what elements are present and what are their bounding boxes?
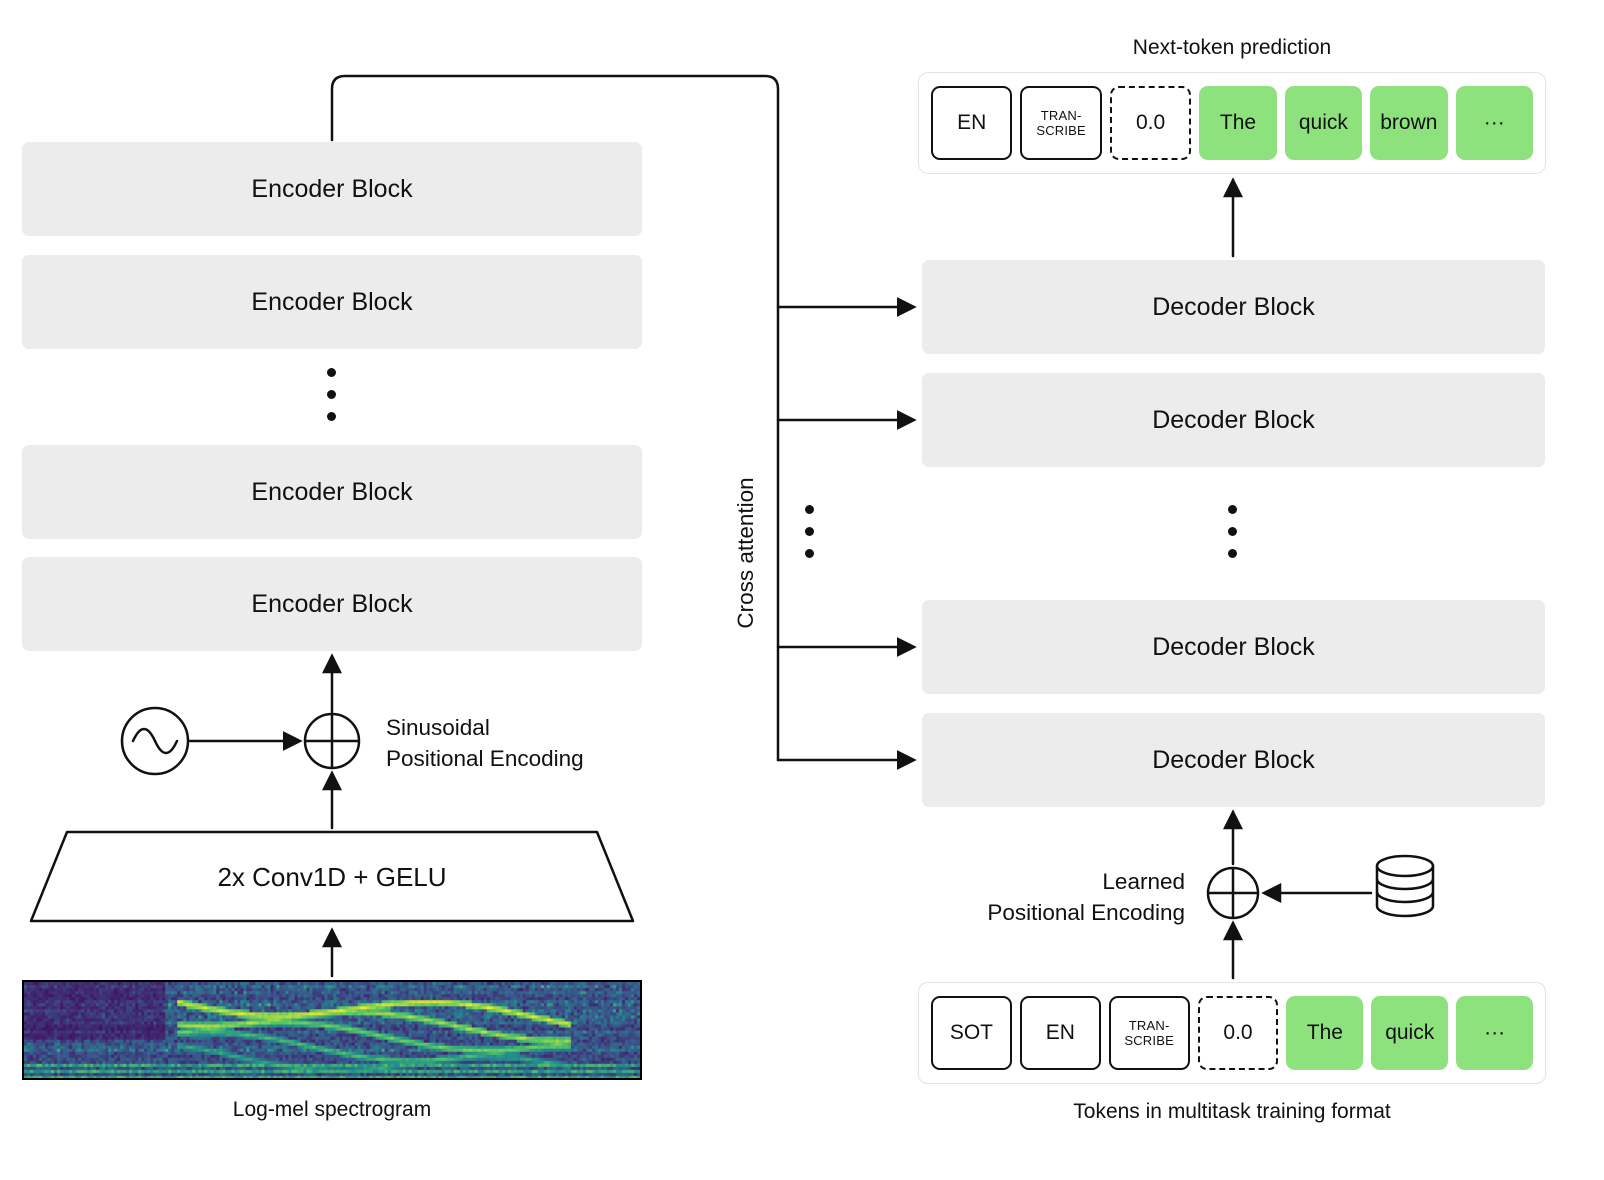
cross-attention-ellipsis-dots — [805, 505, 814, 558]
plus-circle-decoder-icon — [1206, 866, 1260, 920]
prediction-token-transcribe: TRAN- SCRIBE — [1020, 86, 1102, 160]
input-token-ellipsis: ··· — [1456, 996, 1534, 1070]
input-token-timestamp: 0.0 — [1197, 996, 1279, 1070]
log-mel-spectrogram-image — [22, 980, 642, 1080]
learned-positional-encoding-label: Learned Positional Encoding — [987, 869, 1185, 925]
encoder-ellipsis-dots — [327, 368, 336, 421]
embedding-table-icon — [1375, 854, 1435, 918]
spectrogram-caption: Log-mel spectrogram — [232, 1098, 432, 1121]
decoder-block-3: Decoder Block — [922, 600, 1545, 694]
encoder-block-3: Encoder Block — [22, 445, 642, 539]
prediction-token-brown: brown — [1370, 86, 1448, 160]
decoder-ellipsis-dots — [1228, 505, 1237, 558]
encoder-block-2: Encoder Block — [22, 255, 642, 349]
cross-attention-label: Cross attention — [733, 477, 758, 629]
next-token-prediction-row: EN TRAN- SCRIBE 0.0 The quick brown ··· — [918, 72, 1546, 174]
plus-circle-encoder-icon — [303, 712, 361, 770]
sine-wave-icon — [120, 706, 190, 776]
prediction-token-timestamp: 0.0 — [1109, 86, 1192, 160]
prediction-token-quick: quick — [1284, 86, 1363, 160]
sinusoidal-positional-encoding-label: Sinusoidal Positional Encoding — [386, 715, 584, 771]
encoder-block-1: Encoder Block — [22, 142, 642, 236]
input-tokens-caption: Tokens in multitask training format — [1073, 1100, 1391, 1123]
next-token-prediction-title: Next-token prediction — [1132, 36, 1332, 59]
input-token-sot: SOT — [931, 996, 1012, 1070]
prediction-token-ellipsis: ··· — [1455, 86, 1533, 160]
input-token-the: The — [1286, 996, 1364, 1070]
decoder-block-1: Decoder Block — [922, 260, 1545, 354]
decoder-block-2: Decoder Block — [922, 373, 1545, 467]
conv-gelu-label: 2x Conv1D + GELU — [217, 861, 447, 892]
prediction-token-the: The — [1199, 86, 1277, 160]
decoder-block-4: Decoder Block — [922, 713, 1545, 807]
prediction-token-en: EN — [931, 86, 1013, 160]
input-token-transcribe: TRAN- SCRIBE — [1108, 996, 1190, 1070]
input-token-quick: quick — [1371, 996, 1449, 1070]
input-token-en: EN — [1019, 996, 1101, 1070]
input-tokens-row: SOT EN TRAN- SCRIBE 0.0 The quick ··· — [918, 982, 1546, 1084]
encoder-block-4: Encoder Block — [22, 557, 642, 651]
log-mel-spectrogram — [24, 982, 640, 1078]
